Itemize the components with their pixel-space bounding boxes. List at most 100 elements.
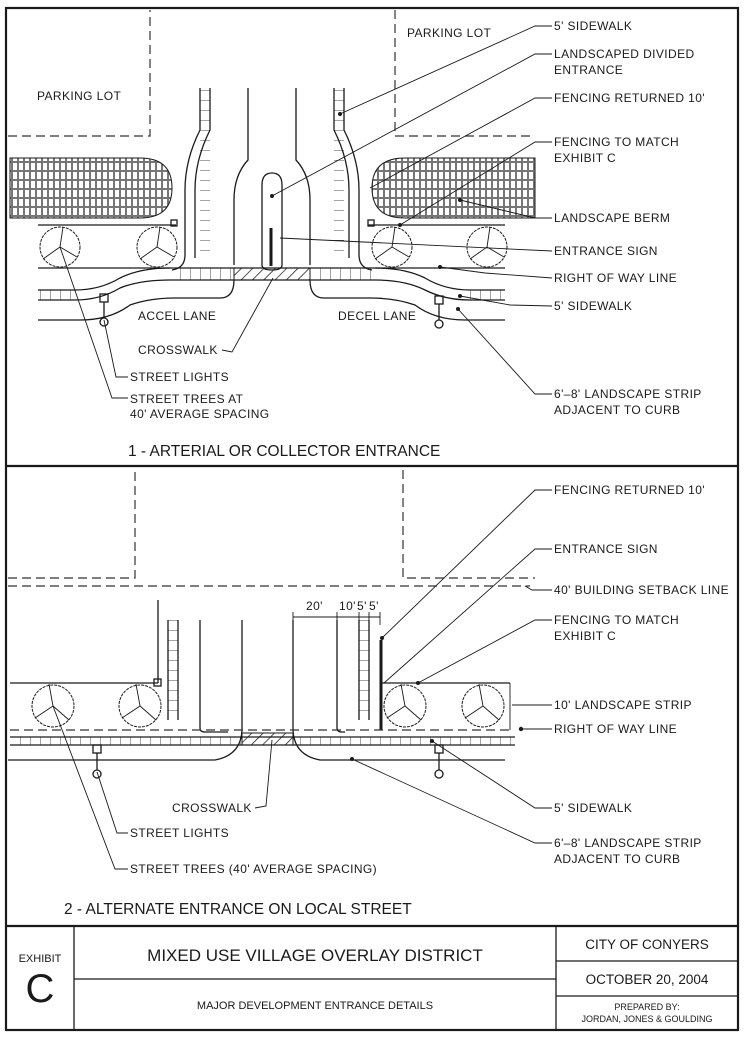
street-trees-label-line2: 40' AVERAGE SPACING bbox=[130, 407, 270, 421]
exhibit-letter: C bbox=[26, 967, 55, 1011]
drive2-right-sidewalk bbox=[359, 620, 369, 720]
fence-2-post-left bbox=[153, 678, 162, 687]
drive-right-sidewalk bbox=[334, 88, 344, 258]
callout-landscaped-divided-1: LANDSCAPED DIVIDED bbox=[554, 47, 695, 61]
callout-landscape-strip-2: ADJACENT TO CURB bbox=[554, 403, 680, 417]
street-trees-label-line1: STREET TREES AT bbox=[130, 392, 244, 406]
drive2-left-island bbox=[199, 620, 228, 733]
fence-post-right bbox=[367, 219, 375, 227]
prepared-by-label: PREPARED BY: bbox=[614, 1002, 679, 1012]
callout-fencing-returned: FENCING RETURNED 10' bbox=[554, 91, 705, 105]
crosswalk-2 bbox=[241, 732, 294, 746]
street-lights-leader bbox=[103, 319, 128, 378]
parking-lot-right-2-boundary bbox=[402, 470, 535, 579]
callout2-landscape-strip-2: ADJACENT TO CURB bbox=[554, 852, 680, 866]
drive-left-sidewalk bbox=[200, 88, 210, 258]
callout2-fencing-match-2: EXHIBIT C bbox=[554, 629, 616, 643]
callout-sidewalk-top: 5' SIDEWALK bbox=[554, 19, 632, 33]
street-lights-1 bbox=[99, 293, 444, 329]
drive2-right-island bbox=[336, 620, 345, 733]
callout-landscape-berm: LANDSCAPE BERM bbox=[554, 211, 670, 225]
street-light-icon bbox=[434, 744, 444, 779]
callout-sidewalk-bottom: 5' SIDEWALK bbox=[554, 299, 632, 313]
diagram-1-title: 1 - ARTERIAL OR COLLECTOR ENTRANCE bbox=[128, 443, 440, 460]
street-light-icon bbox=[99, 293, 109, 327]
street-light-icon bbox=[434, 295, 444, 329]
decel-lane-label: DECEL LANE bbox=[338, 309, 416, 323]
city-name: CITY OF CONYERS bbox=[585, 937, 709, 952]
drive-left-inner-curb bbox=[233, 88, 249, 265]
diagram-2-title: 2 - ALTERNATE ENTRANCE ON LOCAL STREET bbox=[64, 901, 412, 918]
street-lights-2-leader bbox=[96, 771, 128, 834]
callouts-2: FENCING RETURNED 10' ENTRANCE SIGN 40' B… bbox=[350, 483, 729, 866]
dimension-string: 20' 10' 5' 5' bbox=[292, 599, 381, 625]
callout-fencing-match-1: FENCING TO MATCH bbox=[554, 135, 679, 149]
tree-icon bbox=[118, 683, 162, 728]
callout2-sidewalk: 5' SIDEWALK bbox=[554, 801, 632, 815]
dim-drive-width: 20' bbox=[306, 599, 323, 613]
crosswalk-2-leader bbox=[254, 739, 273, 809]
accel-lane-label: ACCEL LANE bbox=[138, 309, 216, 323]
street-light-icon bbox=[92, 744, 102, 779]
tree-icon bbox=[371, 226, 413, 268]
callout-entrance-sign: ENTRANCE SIGN bbox=[554, 244, 658, 258]
tree-icon bbox=[461, 683, 505, 728]
callout2-landscape-strip: 10' LANDSCAPE STRIP bbox=[554, 698, 692, 712]
crosswalk-2-label: CROSSWALK bbox=[172, 801, 252, 815]
curb-decel-lane bbox=[309, 279, 505, 321]
tree-icon bbox=[136, 226, 178, 268]
drive2-left-sidewalk bbox=[168, 620, 178, 720]
street-trees-leader bbox=[59, 246, 128, 399]
fence-post-left bbox=[170, 219, 178, 227]
parking-lot-right-label: PARKING LOT bbox=[407, 26, 491, 40]
sheet-date: OCTOBER 20, 2004 bbox=[586, 972, 709, 987]
callout2-fencing-match-1: FENCING TO MATCH bbox=[554, 613, 679, 627]
tree-icon bbox=[31, 683, 75, 728]
landscape-berm-left bbox=[9, 157, 173, 219]
sidewalk-2-joints-right bbox=[293, 737, 513, 745]
sheet-subtitle: MAJOR DEVELOPMENT ENTRANCE DETAILS bbox=[197, 1000, 433, 1012]
street-trees-2-label: STREET TREES (40' AVERAGE SPACING) bbox=[130, 862, 377, 876]
diagram-2-local-street-entrance: 20' 10' 5' 5' bbox=[8, 470, 729, 918]
drive2-left-curb bbox=[8, 620, 243, 761]
dim-median-width: 10' bbox=[339, 599, 356, 613]
street-lights-2 bbox=[92, 744, 444, 779]
parking-lot-left-2-boundary bbox=[8, 470, 136, 579]
diagram-1-arterial-entrance: PARKING LOT PARKING LOT bbox=[8, 10, 705, 460]
callout2-right-of-way: RIGHT OF WAY LINE bbox=[554, 722, 677, 736]
callouts-1: 5' SIDEWALK LANDSCAPED DIVIDED ENTRANCE … bbox=[270, 19, 705, 417]
sidewalk-2-joints-left bbox=[12, 737, 242, 745]
dim-sidewalk-width: 5' bbox=[357, 599, 367, 613]
callout2-setback: 40' BUILDING SETBACK LINE bbox=[554, 583, 729, 597]
drive2-right-curb bbox=[292, 620, 505, 761]
callout-fencing-match-2: EXHIBIT C bbox=[554, 151, 616, 165]
exhibit-label: EXHIBIT bbox=[19, 953, 62, 965]
landscape-berm-right bbox=[371, 157, 536, 219]
title-block: EXHIBIT C MIXED USE VILLAGE OVERLAY DIST… bbox=[19, 926, 738, 1030]
parking-lot-left-boundary bbox=[8, 10, 151, 137]
parking-lot-left-label: PARKING LOT bbox=[37, 89, 121, 103]
sidewalk-joints-1 bbox=[40, 268, 505, 300]
street-trees-1 bbox=[39, 226, 508, 268]
district-title: MIXED USE VILLAGE OVERLAY DISTRICT bbox=[147, 946, 483, 965]
street-trees-2 bbox=[31, 683, 505, 728]
callout-landscape-strip-1: 6'–8' LANDSCAPE STRIP bbox=[554, 387, 702, 401]
callout2-landscape-strip-1: 6'–8' LANDSCAPE STRIP bbox=[554, 836, 702, 850]
tree-icon bbox=[383, 683, 427, 728]
dim-setback-width: 5' bbox=[369, 599, 379, 613]
street-lights-2-label: STREET LIGHTS bbox=[130, 826, 229, 840]
callout-right-of-way: RIGHT OF WAY LINE bbox=[554, 271, 677, 285]
curb-accel-lane bbox=[38, 279, 235, 321]
callout-landscaped-divided-2: ENTRANCE bbox=[554, 63, 623, 77]
street-lights-label: STREET LIGHTS bbox=[130, 370, 229, 384]
parking-lot-right-boundary bbox=[394, 10, 535, 137]
prepared-by-firm: JORDAN, JONES & GOULDING bbox=[581, 1014, 712, 1024]
callout2-entrance-sign: ENTRANCE SIGN bbox=[554, 542, 658, 556]
outer-border bbox=[4, 6, 740, 1032]
street-trees-2-leader bbox=[52, 705, 128, 870]
crosswalk-1 bbox=[233, 267, 311, 281]
sheet-frame bbox=[4, 6, 740, 1032]
crosswalk-label: CROSSWALK bbox=[138, 343, 218, 357]
callout2-fencing-returned: FENCING RETURNED 10' bbox=[554, 483, 705, 497]
